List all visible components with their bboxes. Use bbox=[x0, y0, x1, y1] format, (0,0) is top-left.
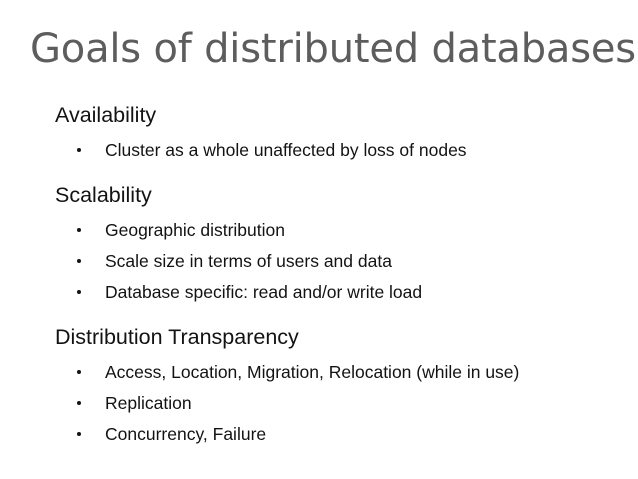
bullet-dot-icon bbox=[77, 401, 81, 405]
list-item-label: Access, Location, Migration, Relocation … bbox=[105, 362, 520, 382]
slide-body: Availability Cluster as a whole unaffect… bbox=[0, 100, 638, 450]
list-item-label: Geographic distribution bbox=[105, 220, 285, 240]
list-item-label: Scale size in terms of users and data bbox=[105, 251, 392, 271]
section-heading-distribution-transparency: Distribution Transparency bbox=[55, 325, 299, 349]
bullet-dot-icon bbox=[77, 290, 81, 294]
bullet-dot-icon bbox=[77, 432, 81, 436]
list-item-label: Concurrency, Failure bbox=[105, 424, 267, 444]
list-item: Scale size in terms of users and data bbox=[0, 246, 638, 277]
bullet-list-distribution-transparency: Access, Location, Migration, Relocation … bbox=[0, 357, 638, 450]
list-item-label: Replication bbox=[105, 393, 192, 413]
slide-title: Goals of distributed databases bbox=[30, 26, 636, 72]
bullet-dot-icon bbox=[77, 370, 81, 374]
bullet-dot-icon bbox=[77, 148, 81, 152]
list-item: Access, Location, Migration, Relocation … bbox=[0, 357, 638, 388]
list-item-label: Cluster as a whole unaffected by loss of… bbox=[105, 140, 467, 160]
section-scalability: Scalability Geographic distribution Scal… bbox=[0, 180, 638, 308]
list-item: Geographic distribution bbox=[0, 215, 638, 246]
list-item: Concurrency, Failure bbox=[0, 419, 638, 450]
list-item: Database specific: read and/or write loa… bbox=[0, 277, 638, 308]
bullet-dot-icon bbox=[77, 228, 81, 232]
bullet-list-scalability: Geographic distribution Scale size in te… bbox=[0, 215, 638, 308]
bullet-list-availability: Cluster as a whole unaffected by loss of… bbox=[0, 135, 638, 166]
section-heading-availability: Availability bbox=[55, 103, 157, 127]
list-item-label: Database specific: read and/or write loa… bbox=[105, 282, 423, 302]
list-item: Cluster as a whole unaffected by loss of… bbox=[0, 135, 638, 166]
section-distribution-transparency: Distribution Transparency Access, Locati… bbox=[0, 322, 638, 450]
section-availability: Availability Cluster as a whole unaffect… bbox=[0, 100, 638, 166]
section-heading-scalability: Scalability bbox=[55, 183, 152, 207]
list-item: Replication bbox=[0, 388, 638, 419]
bullet-dot-icon bbox=[77, 259, 81, 263]
